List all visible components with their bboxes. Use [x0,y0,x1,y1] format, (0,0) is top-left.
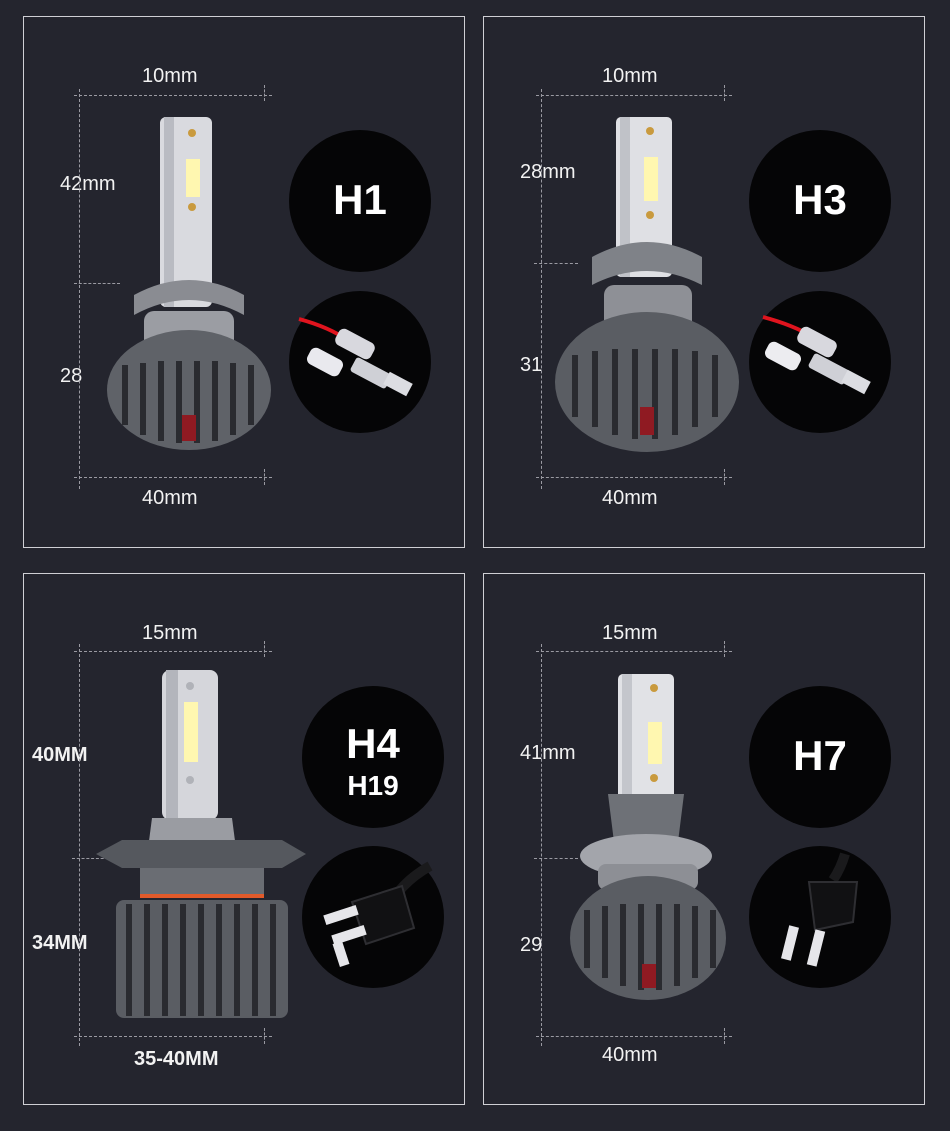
height-line [79,644,80,1046]
lower-height-label: 28 [60,365,83,387]
top-width-label: 15mm [602,622,658,644]
type-badge: H4 H19 [302,686,444,828]
type-badge: H1 [289,130,431,272]
type-label: H4 [346,720,400,767]
height-line [541,89,542,489]
connector-plug-icon [762,315,871,395]
height-line [541,644,542,1046]
product-panel-h1: 10mm 42mm 28 40mm H1 [23,16,465,548]
led-bulb-icon [96,670,306,1018]
type-label: H1 [333,176,387,223]
connector-plug-icon [298,317,413,397]
connector-plug-icon [323,861,433,967]
base-width-line [536,1036,732,1037]
lower-height-label: 29 [520,934,543,956]
led-bulb-icon [570,674,726,1000]
product-panel-h7: 15mm 41mm 29 40mm H7 [483,573,925,1105]
base-width-line [74,1036,272,1037]
led-bulb-icon [107,117,271,450]
type-label: H3 [793,176,847,223]
base-width-label: 40mm [142,487,198,509]
type-badge: H3 [749,130,891,272]
lower-height-label: 31 [520,354,543,376]
top-width-line [74,651,272,652]
lower-height-label: 34MM [32,932,88,954]
top-width-line [536,95,732,96]
connector-circle [749,291,891,433]
upper-height-label: 41mm [520,742,576,764]
upper-height-label: 42mm [60,173,116,195]
type-sublabel: H19 [347,770,399,801]
base-width-label: 35-40MM [134,1048,219,1070]
base-width-line [536,477,732,478]
type-badge: H7 [749,686,891,828]
product-panel-h3: 10mm 28mm 31 40mm H3 H3 [483,16,925,548]
upper-height-label: 40MM [32,744,88,766]
connector-circle [289,291,431,433]
connector-circle [749,846,891,988]
top-width-label: 10mm [142,65,198,87]
upper-height-label: 28mm [520,161,576,183]
base-width-label: 40mm [602,487,658,509]
base-width-line [74,477,272,478]
top-width-line [74,95,272,96]
base-width-label: 40mm [602,1044,658,1066]
product-panel-h4: 15mm 40MM 34MM 35-40MM H4 H19 [23,573,465,1105]
top-width-label: 15mm [142,622,198,644]
connector-circle [302,846,444,988]
top-width-line [536,651,732,652]
connector-plug-icon [781,852,859,967]
led-bulb-icon: H3 [555,117,739,452]
top-width-label: 10mm [602,65,658,87]
height-line [79,89,80,489]
type-label: H7 [793,732,847,779]
